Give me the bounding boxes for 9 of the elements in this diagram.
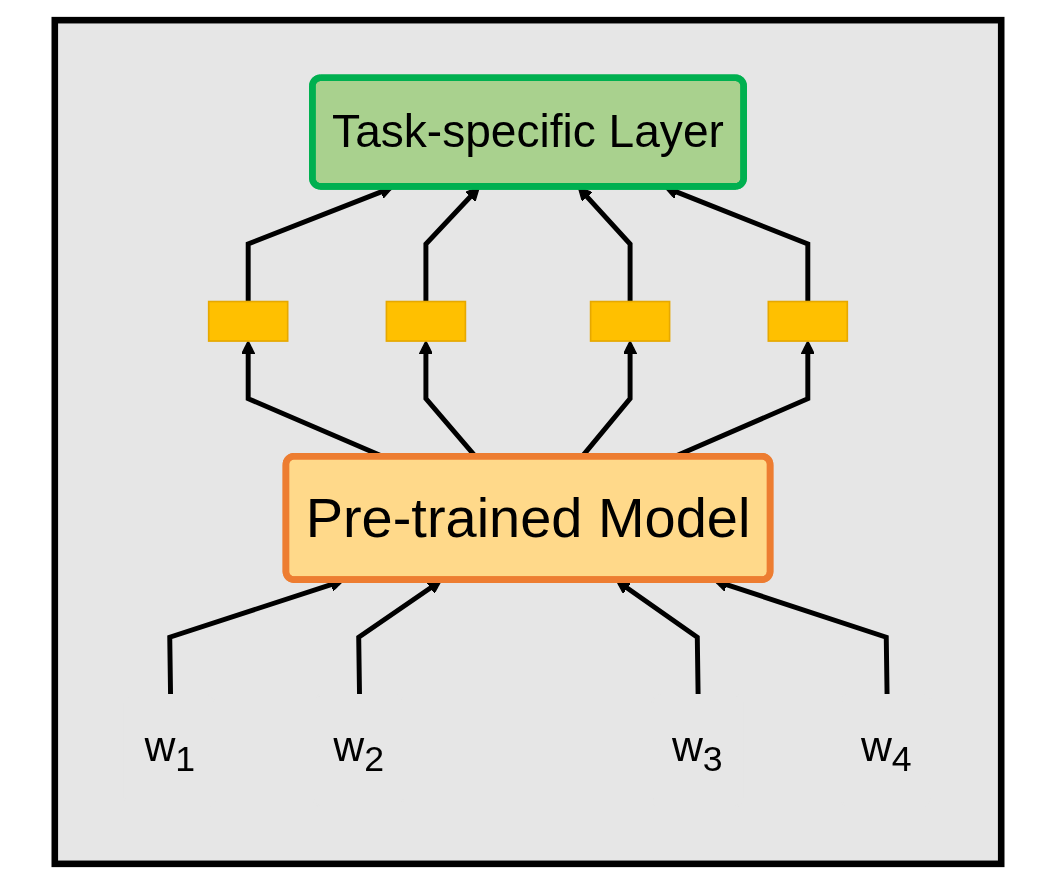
node-bar [385, 300, 467, 342]
node-bar [589, 300, 671, 342]
node-text: w$_{4}$ [860, 721, 912, 780]
node-text: w$_{1}$ [144, 721, 196, 780]
node-bar [767, 300, 849, 342]
node-bar [207, 300, 289, 342]
node-text: w$_{3}$ [671, 721, 723, 780]
cluster [51, 16, 1005, 868]
node-text: w$_{2}$ [333, 721, 385, 780]
